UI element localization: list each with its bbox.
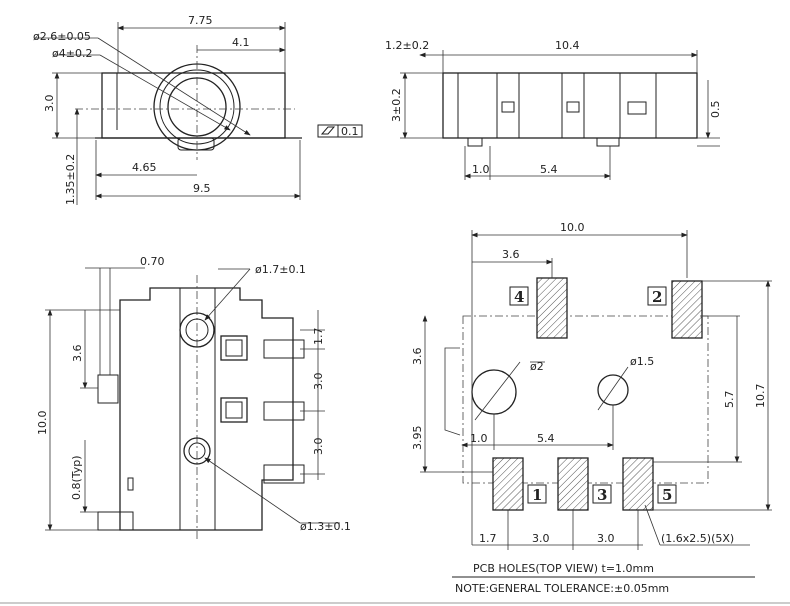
dim-hole-inner: ø2.6±0.05 xyxy=(33,30,91,43)
dim-bottom-2: 3.0 xyxy=(532,532,550,545)
dim-left-lower: 3.95 xyxy=(411,426,424,451)
pcb-layout: 4 2 1 3 5 10.0 3.6 ø2 ø1.5 3.6 3.95 5.7 … xyxy=(411,221,772,595)
pad-label-3: 3 xyxy=(597,486,607,504)
dim-right-inner: 5.7 xyxy=(723,391,736,409)
dim-pin-spacing: 5.4 xyxy=(540,163,558,176)
dim-center: 4.1 xyxy=(232,36,250,49)
pcb-title: PCB HOLES(TOP VIEW) t=1.0mm xyxy=(473,562,654,575)
pad-1 xyxy=(492,457,524,511)
dim-right-outer: 10.7 xyxy=(754,384,767,409)
pad-2 xyxy=(671,280,703,339)
dim-length: 10.4 xyxy=(555,39,580,52)
pad-4 xyxy=(536,277,568,339)
dim-hole-small: ø1.3±0.1 xyxy=(300,520,351,533)
dim-tab: 1.2±0.2 xyxy=(385,39,429,52)
dim-hole-big: ø2 xyxy=(530,360,544,373)
dim-width: 7.75 xyxy=(188,14,213,27)
hole-big xyxy=(471,369,517,415)
dim-offset: 4.65 xyxy=(132,161,157,174)
front-view: 7.75 4.1 ø2.6±0.05 ø4±0.2 3.0 1.35±0.2 4… xyxy=(33,14,363,205)
pad-size-note: (1.6x2.5)(5X) xyxy=(661,532,734,545)
flatness-icon xyxy=(320,126,336,135)
pad-5 xyxy=(622,457,654,511)
dim-hole-outer: ø4±0.2 xyxy=(52,47,92,60)
dim-top: 0.70 xyxy=(140,255,165,268)
dim-height: 3±0.2 xyxy=(390,88,403,122)
dim-left-upper: 3.6 xyxy=(411,348,424,366)
dim-hole-spacing: 5.4 xyxy=(537,432,555,445)
bottom-view: 0.70 ø1.7±0.1 3.6 1.7 3.0 3.0 10.0 0.8(T… xyxy=(36,255,351,540)
dim-height: 3.0 xyxy=(43,95,56,113)
pad-label-4: 4 xyxy=(514,288,524,306)
dim-bottom-3: 3.0 xyxy=(597,532,615,545)
dim-bottom-1: 1.7 xyxy=(479,532,497,545)
hole-large xyxy=(179,312,215,348)
flatness-value: 0.1 xyxy=(341,125,359,138)
dim-pin-offset: 1.0 xyxy=(472,163,490,176)
pad-3 xyxy=(557,457,589,511)
dim-overall: 9.5 xyxy=(193,182,211,195)
flatness-frame xyxy=(317,124,363,138)
dim-typ: 0.8(Typ) xyxy=(70,455,83,500)
dim-pitch-3: 3.0 xyxy=(312,438,325,456)
dim-pitch-1: 1.7 xyxy=(312,328,325,346)
hole-small xyxy=(597,374,629,406)
pad-label-2: 2 xyxy=(652,288,662,306)
dim-center-height: 1.35±0.2 xyxy=(64,154,77,205)
body-outline xyxy=(119,287,294,531)
dim-width: 10.0 xyxy=(560,221,585,234)
dim-hole-small: ø1.5 xyxy=(630,355,654,368)
side-view: 1.2±0.2 10.4 3±0.2 0.5 1.0 5.4 xyxy=(385,39,722,180)
dim-pitch-2: 3.0 xyxy=(312,373,325,391)
dim-hole-offset: 1.0 xyxy=(470,432,488,445)
body-outline xyxy=(442,72,698,139)
body-outline xyxy=(101,72,286,139)
hole-small xyxy=(183,437,211,465)
dim-standoff: 0.5 xyxy=(709,101,722,119)
pad-label-5: 5 xyxy=(662,486,672,504)
pad-label-1: 1 xyxy=(532,486,542,504)
dim-pad4-offset: 3.6 xyxy=(502,248,520,261)
dim-total: 10.0 xyxy=(36,411,49,436)
dim-left-upper: 3.6 xyxy=(71,345,84,363)
dim-hole-large: ø1.7±0.1 xyxy=(255,263,306,276)
tolerance-note: NOTE:GENERAL TOLERANCE:±0.05mm xyxy=(455,582,669,595)
